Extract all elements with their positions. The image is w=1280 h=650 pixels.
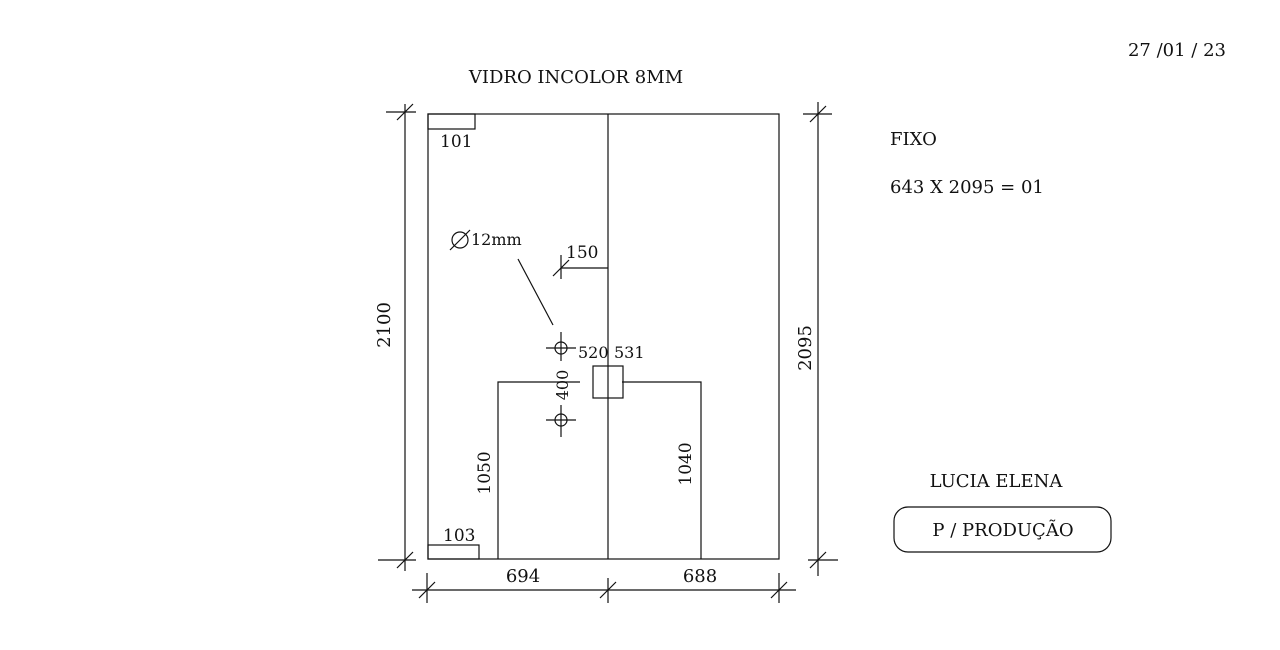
bottom-right-width-label: 688 — [683, 566, 717, 587]
bottom-dimension-line — [412, 573, 796, 603]
lower-cutout-outline — [497, 381, 580, 559]
lower-cutout-outline-right — [622, 381, 702, 559]
hole-spacing-label: 400 — [553, 370, 572, 401]
glass-panel-outline — [427, 113, 780, 560]
right-cut-height-label: 1040 — [676, 442, 696, 485]
hole-leader-line — [517, 258, 554, 326]
lock-right-label: 531 — [614, 343, 645, 362]
drawing-title: VIDRO INCOLOR 8MM — [468, 67, 683, 88]
diameter-icon — [449, 229, 471, 251]
status-badge — [893, 506, 1112, 553]
client-name-label: LUCIA ELENA — [930, 471, 1064, 492]
left-cut-height-label: 1050 — [475, 451, 495, 494]
left-dimension-line — [378, 103, 416, 571]
hole-bottom — [546, 405, 576, 437]
bottom-left-width-label: 694 — [506, 566, 540, 587]
glass-spec-label: 643 X 2095 = 01 — [890, 177, 1044, 198]
corner-notch-top — [427, 113, 476, 130]
glass-type-label: FIXO — [890, 129, 937, 150]
lock-left-label: 520 — [578, 343, 609, 362]
hole-offset-slash — [552, 259, 570, 277]
right-height-label: 2095 — [795, 325, 816, 371]
hole-offset-label: 150 — [566, 243, 598, 263]
status-badge-label: P / PRODUÇÃO — [932, 519, 1073, 541]
left-height-label: 2100 — [374, 302, 395, 348]
corner-notch-top-label: 101 — [440, 132, 472, 152]
corner-notch-bottom — [427, 544, 480, 560]
hole-diameter-label: 12mm — [471, 230, 522, 249]
corner-notch-bottom-label: 103 — [443, 526, 475, 546]
date-label: 27 /01 / 23 — [1128, 40, 1226, 61]
lock-square — [592, 365, 624, 399]
right-dimension-line — [803, 102, 838, 576]
hole-top — [546, 332, 576, 361]
